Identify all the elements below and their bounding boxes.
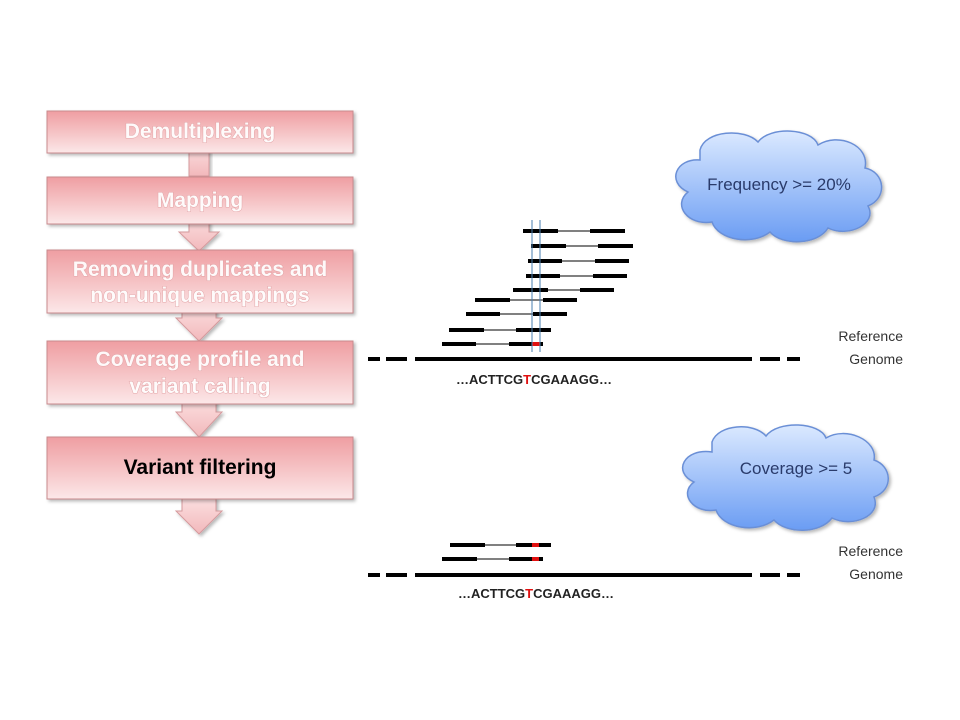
frequency-filter-cloud: Frequency >= 20%	[675, 130, 883, 243]
reference-label-line1: Reference	[838, 543, 903, 559]
bottom-alignment-panel: Reference Genome …ACTTCGTCGAAAGG…	[368, 543, 903, 601]
step-box	[46, 249, 354, 314]
reference-label-line2: Genome	[849, 566, 903, 582]
step-label-line1: Coverage profile and	[96, 348, 305, 371]
coverage-label: Coverage >= 5	[740, 459, 852, 478]
step-box	[46, 176, 354, 225]
reference-label-line1: Reference	[838, 328, 903, 344]
step-box	[46, 110, 354, 154]
step-coverage-profile: Coverage profile and variant calling	[46, 340, 354, 405]
reference-sequence: …ACTTCGTCGAAAGG…	[458, 586, 614, 601]
coverage-filter-cloud: Coverage >= 5	[681, 424, 889, 531]
variant-marker	[532, 557, 539, 561]
step-demultiplexing: Demultiplexing	[46, 110, 354, 154]
frequency-label: Frequency >= 20%	[707, 175, 851, 194]
read-pileup	[442, 543, 551, 561]
step-label: Variant filtering	[124, 456, 277, 479]
step-label-line2: variant calling	[129, 375, 270, 398]
step-box	[46, 436, 354, 500]
variant-base: T	[525, 586, 533, 601]
step-removing-duplicates: Removing duplicates and non-unique mappi…	[46, 249, 354, 314]
variant-base: T	[523, 372, 531, 387]
arrow-5	[174, 497, 224, 535]
reference-label-line2: Genome	[849, 351, 903, 367]
step-label-line1: Removing duplicates and	[73, 258, 327, 281]
step-variant-filtering: Variant filtering	[46, 436, 354, 500]
top-alignment-panel: Reference Genome …ACTTCGTCGAAAGG…	[368, 220, 903, 387]
sequence-prefix: …ACTTCG	[456, 372, 523, 387]
sequence-suffix: CGAAAGG…	[531, 372, 612, 387]
variant-marker	[532, 543, 539, 547]
cloud-icon	[681, 424, 889, 531]
step-mapping: Mapping	[46, 176, 354, 225]
step-label-line2: non-unique mappings	[90, 284, 309, 307]
variant-marker	[532, 342, 540, 346]
sequence-prefix: …ACTTCG	[458, 586, 525, 601]
step-label: Demultiplexing	[125, 120, 276, 143]
sequence-suffix: CGAAAGG…	[533, 586, 614, 601]
reference-sequence: …ACTTCGTCGAAAGG…	[456, 372, 612, 387]
cloud-icon	[675, 130, 883, 243]
workflow-steps: Demultiplexing Mapping Removing duplicat…	[46, 110, 354, 500]
step-label: Mapping	[157, 189, 243, 212]
step-box	[46, 340, 354, 405]
read-pileup	[442, 229, 633, 346]
